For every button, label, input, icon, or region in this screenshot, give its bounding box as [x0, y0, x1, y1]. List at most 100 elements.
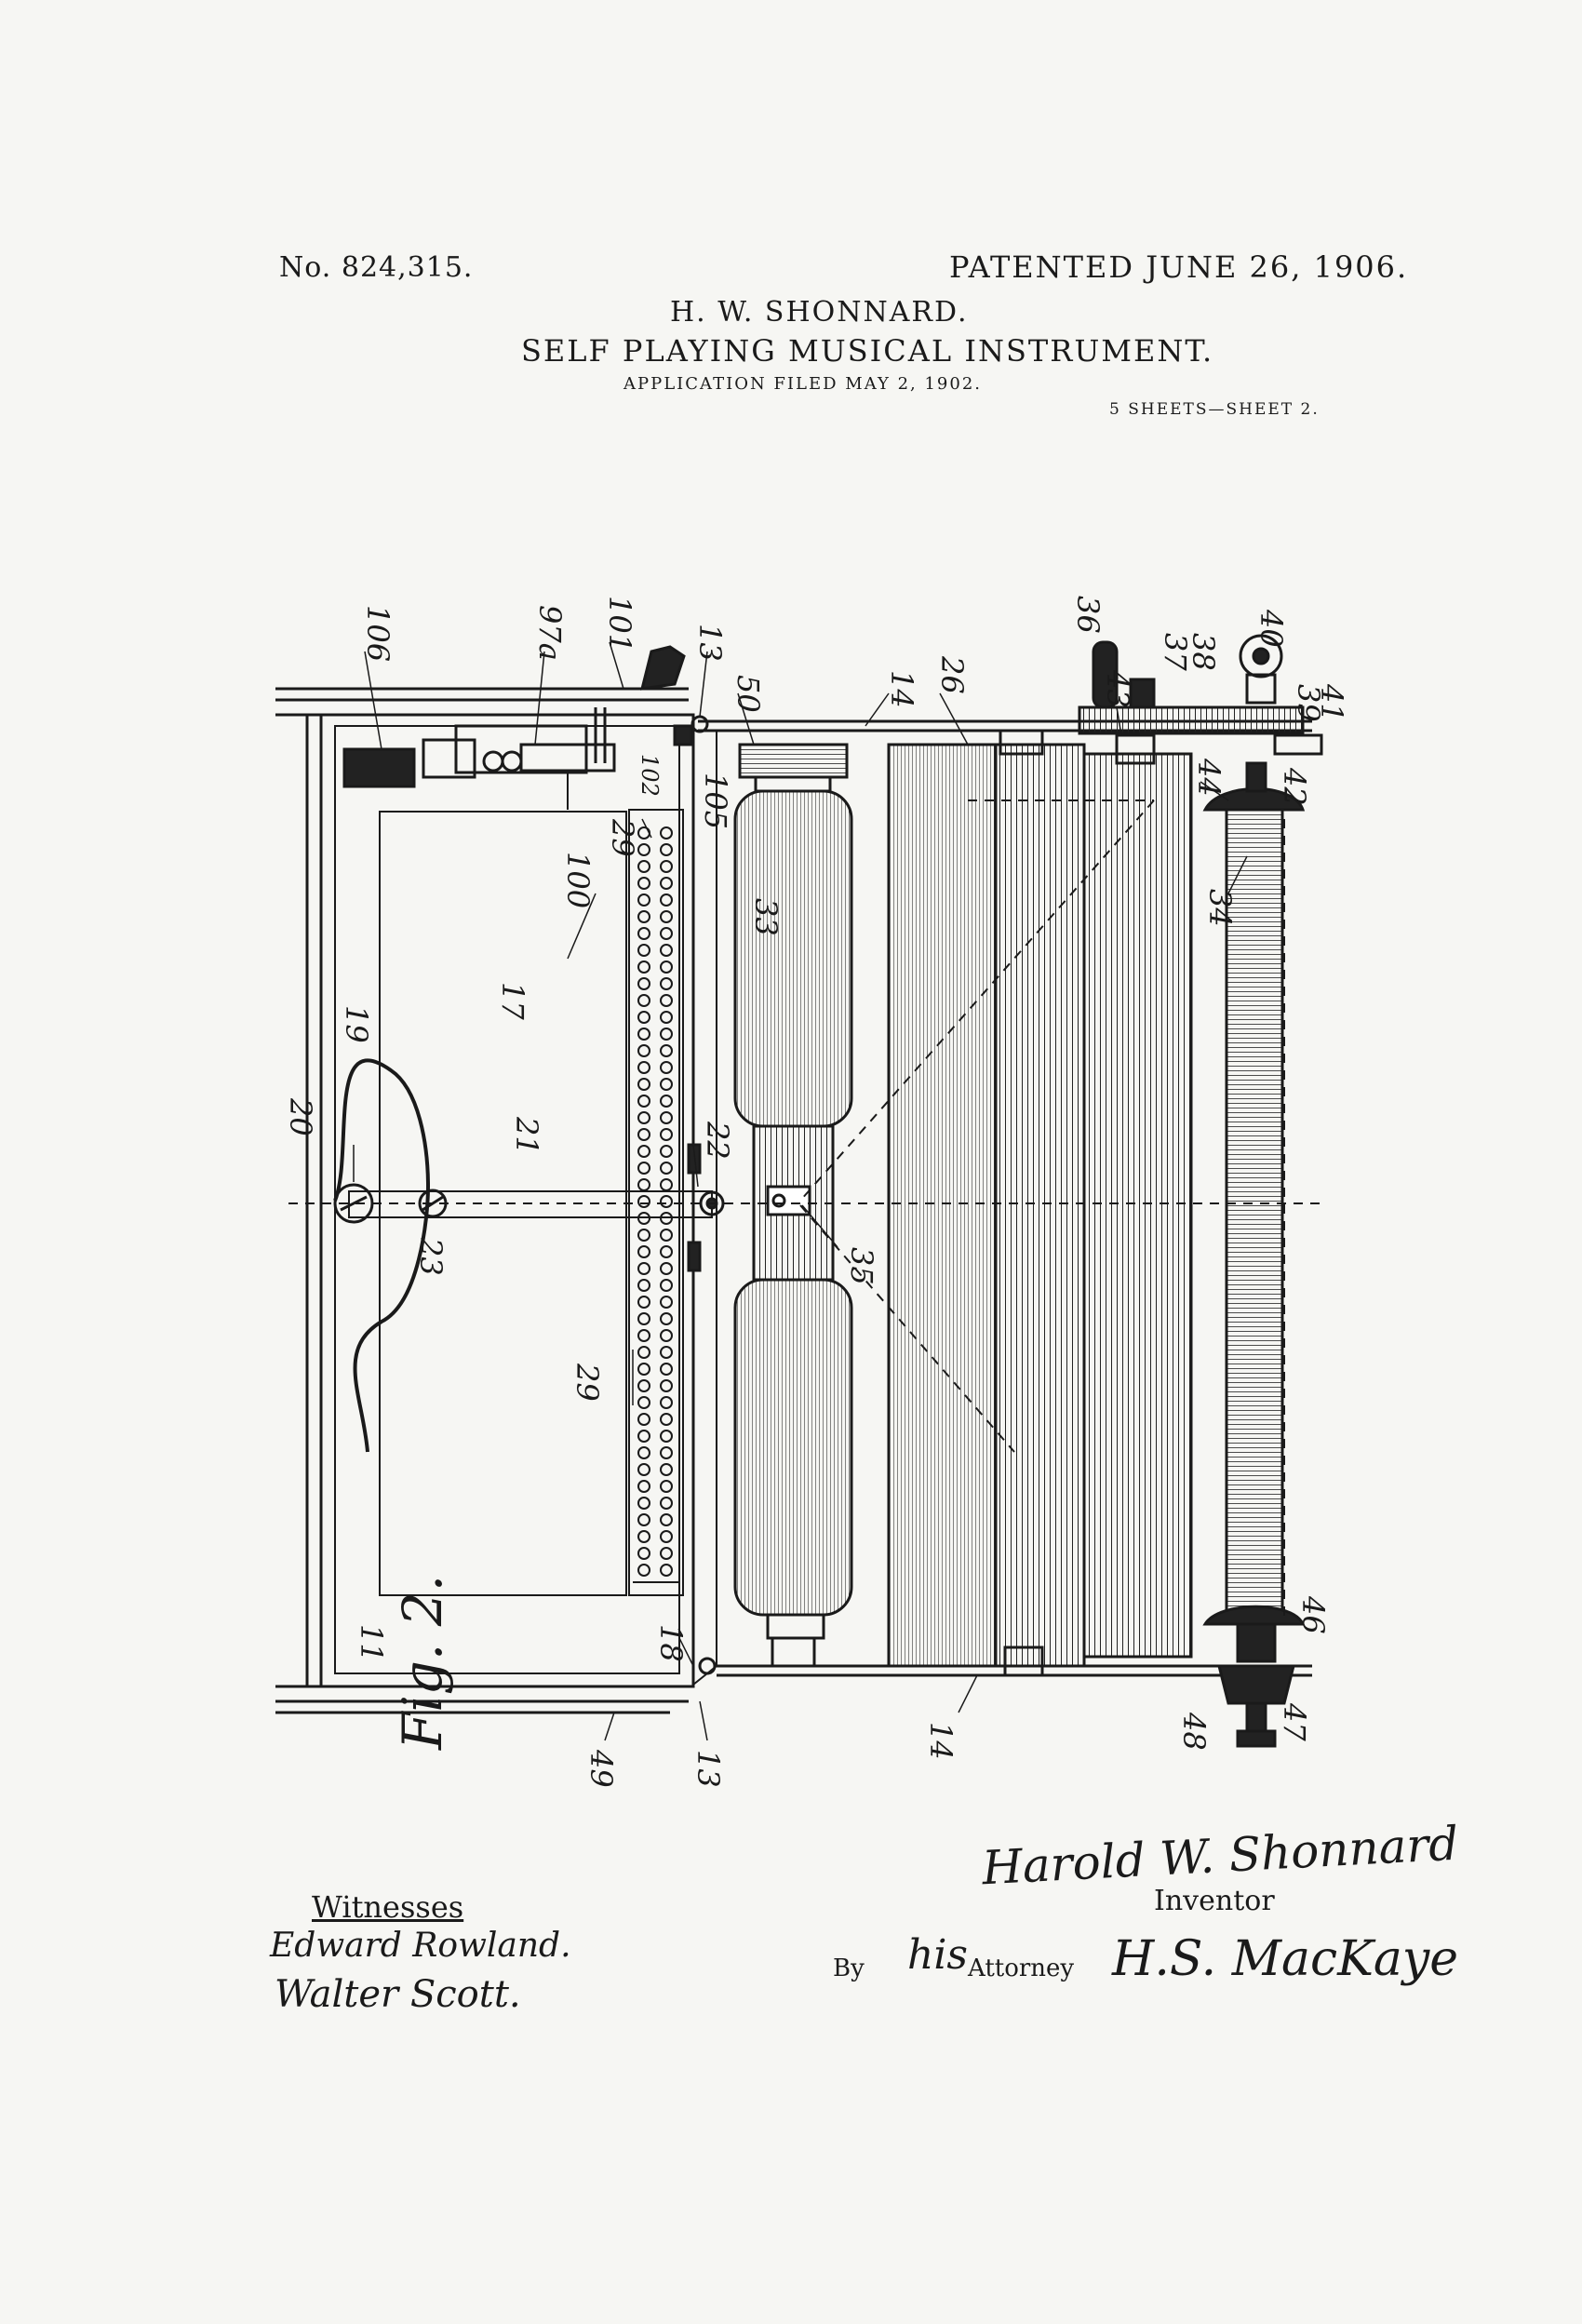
attorney-label: Attorney [968, 1955, 1075, 1982]
ref-numeral: 11 [354, 1624, 389, 1662]
tracker-hole [637, 1564, 650, 1577]
ref-numeral: 22 [700, 1121, 735, 1160]
ref-numeral: 18 [653, 1624, 689, 1662]
inventor-label: Inventor [1154, 1885, 1275, 1917]
ref-numeral: 43 [1100, 669, 1135, 708]
drum-26 [887, 729, 1193, 1677]
tracker-hole [637, 843, 650, 856]
tracker-hole [637, 1279, 650, 1292]
tracker-hole [660, 1363, 673, 1376]
tracker-hole [660, 1145, 673, 1158]
leader-lines [353, 641, 1248, 1741]
tracker-hole [660, 843, 673, 856]
tracker-hole [637, 1145, 650, 1158]
ref-numeral: 101 [602, 596, 637, 652]
tracker-hole [637, 1396, 650, 1409]
drive-gears [1078, 634, 1323, 765]
tracker-hole [660, 977, 673, 990]
tracker-hole [637, 1296, 650, 1309]
tracker-hole [637, 927, 650, 940]
tracker-hole [637, 1178, 650, 1191]
tracker-hole [637, 1430, 650, 1443]
tracker-hole [660, 1262, 673, 1275]
tracker-hole [637, 893, 650, 907]
ref-numeral: 102 [637, 754, 663, 797]
ref-numeral: 37 [1158, 633, 1193, 671]
sheet-count: 5 SHEETS—SHEET 2. [1109, 400, 1320, 419]
tracker-hole [660, 1044, 673, 1057]
tracker-holes [637, 826, 673, 1577]
tracker-hole [660, 1329, 673, 1342]
tracker-hole [660, 1111, 673, 1124]
witnesses-label: Witnesses [312, 1889, 464, 1925]
tracker-hole [637, 877, 650, 890]
ref-numeral: 33 [748, 898, 784, 936]
tracker-hole [660, 1430, 673, 1443]
ref-numeral: 48 [1176, 1712, 1212, 1751]
ref-numeral: 38 [1186, 633, 1221, 671]
tracker-hole [637, 1111, 650, 1124]
ref-numeral: 47 [1277, 1702, 1312, 1741]
ref-numeral: 35 [844, 1247, 879, 1285]
tracker-hole [660, 910, 673, 923]
patent-title: SELF PLAYING MUSICAL INSTRUMENT. [521, 333, 1214, 369]
ref-numeral: 26 [934, 655, 970, 694]
tracker-hole [637, 1547, 650, 1560]
tracker-hole [660, 944, 673, 957]
ref-numeral: 29 [605, 818, 640, 857]
tracker-hole [637, 1245, 650, 1258]
tracker-hole [637, 1229, 650, 1242]
tracker-hole [660, 1195, 673, 1208]
tracker-hole [637, 994, 650, 1007]
ref-numeral: 39 [1291, 684, 1326, 722]
witness-signature: Edward Rowland. [270, 1927, 571, 1965]
ref-numeral: 97a [532, 605, 568, 661]
ref-numeral: 40 [1254, 609, 1289, 648]
patent-number: No. 824,315. [279, 251, 474, 284]
ref-numeral: 13 [692, 624, 728, 662]
tracker-hole [660, 1078, 673, 1091]
tracker-hole [660, 1446, 673, 1459]
tracker-hole [660, 927, 673, 940]
tracker-hole [637, 1028, 650, 1041]
tracker-hole [660, 1245, 673, 1258]
tracker-hole [660, 1413, 673, 1426]
tracker-hole [660, 1312, 673, 1325]
ref-numeral: 106 [360, 605, 396, 662]
tracker-hole [660, 1480, 673, 1493]
ref-numeral: 49 [583, 1749, 619, 1788]
tracker-hole [637, 1312, 650, 1325]
ref-numeral: 50 [731, 675, 766, 713]
ref-numeral: 14 [923, 1722, 959, 1760]
tracker-hole [660, 860, 673, 873]
tracker-hole [660, 1346, 673, 1359]
tracker-hole [660, 1061, 673, 1074]
tracker-hole [637, 1446, 650, 1459]
ref-numeral: 13 [690, 1750, 726, 1788]
tracker-hole [660, 1379, 673, 1392]
tracker-hole [637, 860, 650, 873]
tracker-hole [660, 1028, 673, 1041]
tracker-hole [637, 1044, 650, 1057]
tracker-hole [660, 877, 673, 890]
tracker-hole [637, 1497, 650, 1510]
tracker-hole [637, 1346, 650, 1359]
pneumatic-mechanism [342, 645, 693, 810]
tracker-hole [660, 893, 673, 907]
reference-numerals: 106 97a 101 13 50 14 26 36 43 37 38 40 3… [283, 596, 1349, 1788]
attorney-signature: H.S. MacKaye [1112, 1931, 1459, 1987]
his-label: his [907, 1931, 968, 1979]
tracker-hole [660, 1396, 673, 1409]
tracker-hole [660, 1128, 673, 1141]
ref-numeral: 105 [698, 772, 733, 829]
figure-label: Fig. 2. [391, 1574, 454, 1750]
ref-numeral: 29 [570, 1363, 605, 1402]
tracker-hole [637, 910, 650, 923]
tracker-hole [660, 1279, 673, 1292]
tracker-hole [637, 1162, 650, 1175]
tracker-hole [637, 1363, 650, 1376]
tracker-hole [637, 1095, 650, 1108]
ref-numeral: 36 [1070, 596, 1106, 634]
tracker-hole [660, 994, 673, 1007]
